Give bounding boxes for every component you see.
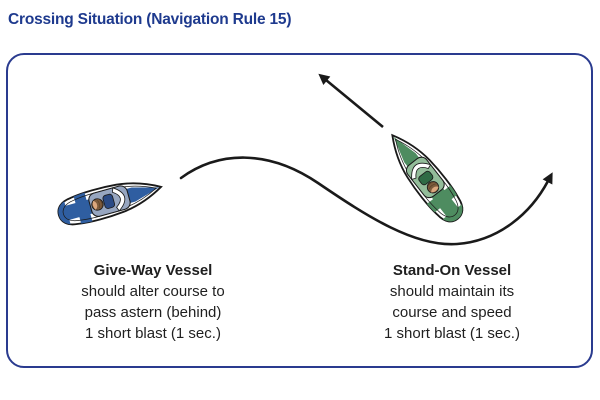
stand-on-course-arrow <box>318 73 384 129</box>
give-way-caption: Give-Way Vessel should alter course to p… <box>38 260 268 344</box>
stand-on-vessel-name: Stand-On Vessel <box>392 262 512 279</box>
stand-on-sound-signal: 1 short blast (1 sec.) <box>384 325 520 342</box>
figure-title: Crossing Situation (Navigation Rule 15) <box>8 11 292 28</box>
give-way-instruction-1: should alter course to <box>81 283 225 300</box>
stand-on-instruction-1: should maintain its <box>389 283 515 300</box>
stand-on-instruction-2: course and speed <box>392 304 512 321</box>
give-way-vessel-name: Give-Way Vessel <box>93 262 213 279</box>
stand-on-vessel-boat-icon <box>375 122 475 233</box>
give-way-instruction-2: pass astern (behind) <box>84 304 222 321</box>
give-way-sound-signal: 1 short blast (1 sec.) <box>85 325 221 342</box>
stand-on-caption: Stand-On Vessel should maintain its cour… <box>337 260 567 344</box>
give-way-vessel-boat-icon <box>53 166 167 237</box>
give-way-course-arrow <box>179 156 553 246</box>
